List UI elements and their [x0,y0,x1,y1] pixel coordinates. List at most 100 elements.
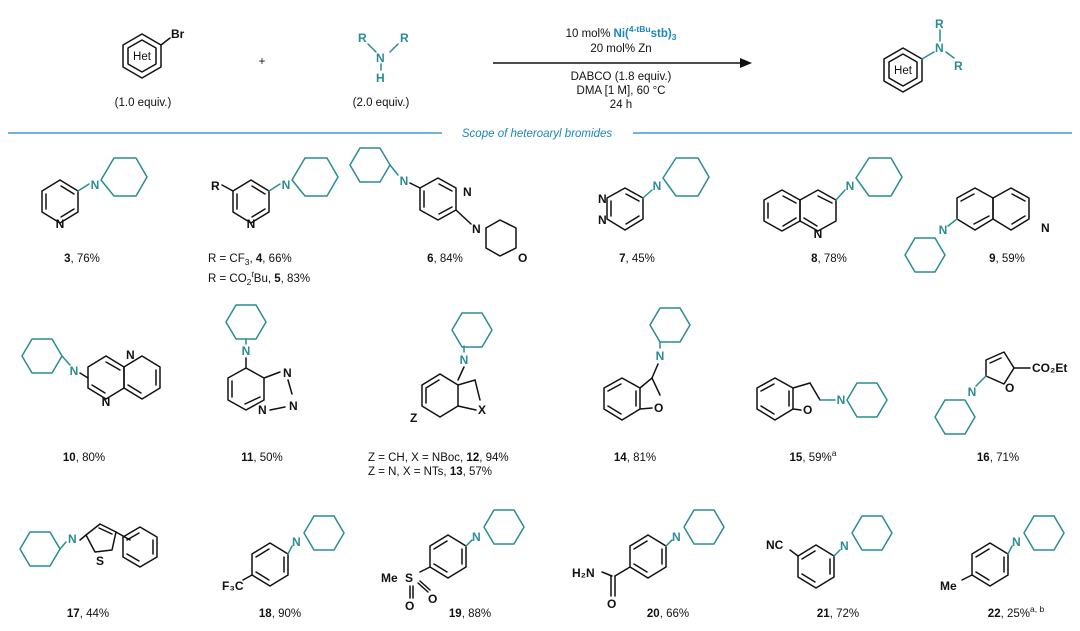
svg-text:N: N [1012,535,1021,549]
condition-catalyst: 10 mol% Ni(4-tBustb)3 [566,24,677,42]
amine-h: H [376,71,385,85]
svg-text:X: X [478,403,486,417]
label-13: Z = N, X = NTs, 13, 57% [368,466,492,478]
amine-reagent: R R N H [358,31,409,85]
svg-text:N: N [292,535,301,549]
equiv-amine: (2.0 equiv.) [353,97,410,109]
svg-text:N: N [463,185,472,199]
amine-r2: R [400,31,409,45]
svg-text:N: N [126,348,135,362]
compound-18: F₃C N [222,515,345,593]
svg-text:Me: Me [381,571,398,585]
compound-7: N N N [598,157,710,231]
aryl-bromide: Het Br [122,27,185,79]
label-4: R = CF3, 4, 66% [208,253,292,267]
label-11: 11, 50% [241,452,283,464]
condition-solvent: DMA [1 M], 60 °C [577,85,666,97]
label-10: 10, 80% [63,452,105,464]
svg-text:N: N [242,344,251,358]
label-6: 6, 84% [427,253,463,265]
label-5: R = CO2tBu, 5, 83% [208,269,310,287]
br-label: Br [171,27,185,41]
condition-base: DABCO (1.8 equiv.) [571,71,672,83]
compound-9: N N [904,187,1050,273]
label-3: 3, 76% [64,253,100,265]
compound-6: N N N O [349,147,527,265]
equiv-aryl: (1.0 equiv.) [115,97,172,109]
svg-text:N: N [1041,221,1050,235]
compound-8: N N [763,157,903,241]
svg-text:Z: Z [410,411,417,425]
compound-20: O H₂N N [572,509,725,611]
svg-text:Me: Me [940,579,957,593]
svg-text:O: O [654,401,663,415]
svg-text:R: R [211,179,220,193]
label-22: 22, 25%a, b [988,604,1045,620]
svg-text:O: O [1005,381,1014,395]
label-15: 15, 59%a [790,448,837,464]
label-9: 9, 59% [989,253,1025,265]
label-14: 14, 81% [614,452,656,464]
plus-sign: + [259,56,266,68]
condition-time: 24 h [610,99,632,111]
label-20: 20, 66% [647,608,689,620]
svg-text:O: O [518,251,527,265]
section-title: Scope of heteroaryl bromides [462,128,612,140]
svg-text:O: O [428,592,437,606]
compound-10: N N N [21,338,161,409]
compound-17: N S [19,523,158,568]
compound-15: O N [756,377,888,421]
svg-text:N: N [68,532,77,546]
amine-n: N [376,51,385,65]
svg-text:N: N [282,178,291,192]
het-label: Het [133,51,152,63]
svg-text:O: O [405,599,414,613]
compound-11: N N N N [225,304,298,417]
svg-text:N: N [460,353,469,367]
svg-text:N: N [472,530,481,544]
product-general: Het N R R [883,17,963,93]
svg-text:F₃C: F₃C [222,579,244,593]
svg-text:N: N [258,403,267,417]
compound-21: NC N [766,515,893,589]
label-18: 18, 90% [259,608,301,620]
svg-text:Het: Het [894,65,913,77]
svg-text:N: N [56,217,65,231]
compound-3: N N [41,157,148,231]
label-16: 16, 71% [977,452,1019,464]
svg-text:N: N [102,395,111,409]
svg-text:O: O [607,597,616,611]
label-8: 8, 78% [811,253,847,265]
amine-r1: R [358,31,367,45]
compound-14: N O [603,307,691,421]
compound-22: Me N [940,515,1065,593]
reaction-arrow-head [740,58,752,68]
compound-19: Me S O O N [381,509,525,613]
svg-text:N: N [968,385,977,399]
svg-text:N: N [846,179,855,193]
svg-text:N: N [289,399,298,413]
svg-text:H₂N: H₂N [572,566,595,580]
compound-4-5: N R N [211,157,339,231]
svg-text:N: N [598,192,607,206]
svg-text:N: N [91,178,100,192]
svg-text:NC: NC [766,538,784,552]
compound-16: O CO₂Et N [934,351,1067,435]
svg-text:N: N [653,179,662,193]
svg-text:N: N [837,393,846,407]
svg-text:N: N [814,227,823,241]
svg-text:CO₂Et: CO₂Et [1032,361,1067,375]
svg-text:N: N [247,217,256,231]
compound-12-13: N Z X [410,312,493,425]
svg-text:N: N [283,366,292,380]
svg-text:N: N [598,213,607,227]
svg-text:N: N [935,41,944,55]
svg-text:N: N [939,223,948,237]
svg-text:S: S [405,571,413,585]
condition-zn: 20 mol% Zn [590,43,651,55]
svg-text:N: N [656,349,665,363]
label-7: 7, 45% [619,253,655,265]
svg-text:S: S [96,554,104,568]
label-21: 21, 72% [817,608,859,620]
